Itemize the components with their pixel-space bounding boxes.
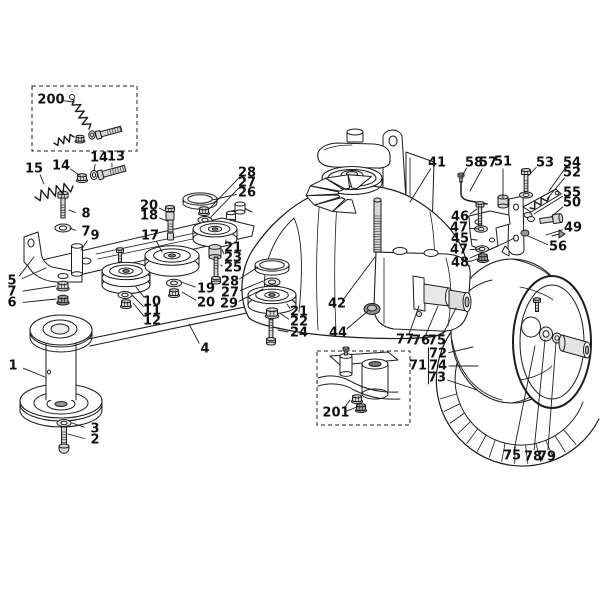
callout-76: 76 — [411, 333, 431, 349]
callout-201: 201 — [322, 405, 350, 421]
transmission — [226, 128, 472, 340]
callout-25: 25 — [223, 260, 243, 276]
callout-55: 55 — [562, 185, 582, 201]
callout-23: 23 — [223, 250, 243, 266]
callout-74: 74 — [428, 358, 448, 374]
callout-17: 17 — [140, 228, 160, 244]
callout-19: 19 — [196, 281, 216, 297]
spool-pulley — [19, 314, 103, 454]
callout-28b: 28 — [220, 274, 240, 290]
callout-9: 9 — [90, 228, 100, 244]
callout-46: 46 — [450, 209, 470, 225]
callout-78: 78 — [523, 449, 543, 465]
callout-8: 8 — [81, 206, 91, 222]
callout-4: 4 — [200, 341, 210, 357]
callout-leaders — [18, 100, 566, 451]
callout-200: 200 — [37, 92, 65, 108]
callout-53: 53 — [535, 155, 555, 171]
callout-49: 49 — [563, 220, 583, 236]
callout-24: 24 — [289, 325, 309, 341]
callout-27b: 27 — [220, 285, 240, 301]
callout-57: 57 — [478, 155, 498, 171]
callout-72: 72 — [428, 346, 448, 362]
callout-48: 48 — [450, 255, 470, 271]
callout-47a: 47 — [449, 220, 469, 236]
callout-28a: 28 — [237, 165, 257, 181]
callout-26: 26 — [237, 185, 257, 201]
callout-56: 56 — [548, 239, 568, 255]
callout-54: 54 — [562, 155, 582, 171]
callout-7b: 7 — [7, 284, 17, 300]
callout-7a: 7 — [81, 224, 91, 240]
callout-10: 10 — [142, 294, 162, 310]
callout-51: 51 — [493, 154, 513, 170]
callout-3: 3 — [90, 421, 100, 437]
callout-50: 50 — [562, 195, 582, 211]
callout-42: 42 — [327, 296, 347, 312]
callout-29: 29 — [219, 296, 239, 312]
callout-5: 5 — [7, 273, 17, 289]
callout-52: 52 — [562, 165, 582, 181]
callout-41: 41 — [427, 155, 447, 171]
callout-45: 45 — [450, 231, 470, 247]
callout-27a: 27 — [237, 175, 257, 191]
wheel-rim — [450, 258, 592, 409]
pulley-group-left — [101, 204, 200, 309]
brake-linkage — [457, 167, 566, 263]
callout-71: 71 — [408, 358, 428, 374]
callout-1: 1 — [8, 358, 18, 374]
callout-15: 15 — [24, 161, 44, 177]
callout-22: 22 — [289, 314, 309, 330]
callout-14a: 14 — [51, 158, 71, 174]
inset-box-201 — [316, 346, 411, 426]
callout-11: 11 — [142, 303, 162, 319]
callout-18a: 18 — [139, 208, 159, 224]
callout-20a: 20 — [139, 198, 159, 214]
callout-13: 13 — [106, 149, 126, 165]
callout-75a: 75 — [427, 333, 447, 349]
callout-2: 2 — [90, 432, 100, 448]
callout-21a: 21 — [223, 240, 243, 256]
callout-58: 58 — [464, 155, 484, 171]
callout-6: 6 — [7, 295, 17, 311]
pulley-group-right — [247, 258, 297, 346]
callout-73: 73 — [427, 370, 447, 386]
callout-44: 44 — [328, 325, 348, 341]
callout-47b: 47 — [449, 242, 469, 258]
callout-77: 77 — [395, 332, 415, 348]
spring-kit-row — [34, 164, 127, 202]
callout-12: 12 — [142, 313, 162, 329]
tire — [435, 331, 600, 467]
callout-79: 79 — [537, 449, 557, 465]
inset-box-200 — [31, 85, 138, 152]
callout-14b: 14 — [89, 150, 109, 166]
callout-75b: 75 — [502, 448, 522, 464]
callout-21b: 21 — [289, 304, 309, 320]
callout-20b: 20 — [196, 295, 216, 311]
